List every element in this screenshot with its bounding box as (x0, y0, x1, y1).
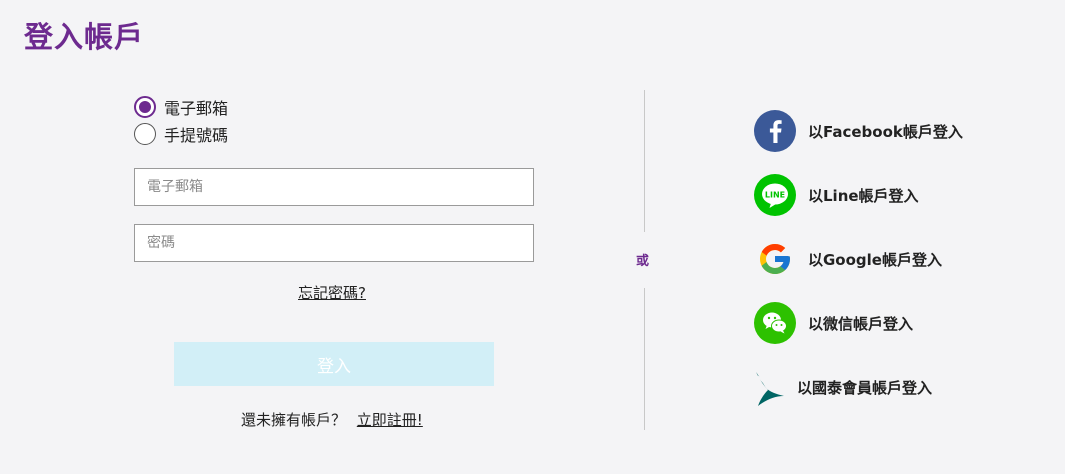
radio-button-phone[interactable] (134, 123, 156, 145)
wechat-login-button[interactable]: 以微信帳戶登入 (754, 302, 913, 344)
radio-phone-label: 手提號碼 (164, 126, 229, 145)
register-row: 還未擁有帳戶？ 立即註冊! (241, 409, 423, 430)
page-title: 登入帳戶 (24, 20, 145, 54)
facebook-login-button[interactable]: 以Facebook帳戶登入 (754, 110, 963, 152)
radio-email[interactable]: 電子郵箱 (134, 95, 228, 119)
forgot-password-link[interactable]: 忘記密碼? (298, 284, 366, 302)
line-login-label: 以Line帳戶登入 (808, 186, 919, 205)
google-login-button[interactable]: 以Google帳戶登入 (754, 238, 942, 280)
email-field[interactable] (134, 168, 534, 206)
line-icon: LINE (754, 174, 796, 216)
cathay-login-button[interactable]: 以國泰會員帳戶登入 (754, 366, 932, 408)
google-icon (754, 238, 796, 280)
radio-phone[interactable]: 手提號碼 (134, 122, 228, 146)
radio-email-label: 電子郵箱 (164, 99, 229, 118)
or-label: 或 (636, 254, 650, 269)
wechat-icon (754, 302, 796, 344)
login-button[interactable]: 登入 (174, 342, 494, 386)
google-login-label: 以Google帳戶登入 (808, 250, 942, 269)
line-login-button[interactable]: LINE 以Line帳戶登入 (754, 174, 919, 216)
svg-text:LINE: LINE (765, 191, 785, 200)
cathay-icon (754, 366, 786, 408)
divider-line-top (644, 90, 645, 232)
no-account-text: 還未擁有帳戶？ (241, 411, 347, 429)
wechat-login-label: 以微信帳戶登入 (808, 314, 914, 333)
facebook-icon (754, 110, 796, 152)
divider-line-bottom (644, 288, 645, 430)
cathay-login-label: 以國泰會員帳戶登入 (797, 378, 933, 397)
radio-button-email[interactable] (134, 96, 156, 118)
password-field[interactable] (134, 224, 534, 262)
facebook-login-label: 以Facebook帳戶登入 (808, 122, 963, 141)
register-link[interactable]: 立即註冊! (356, 411, 423, 429)
